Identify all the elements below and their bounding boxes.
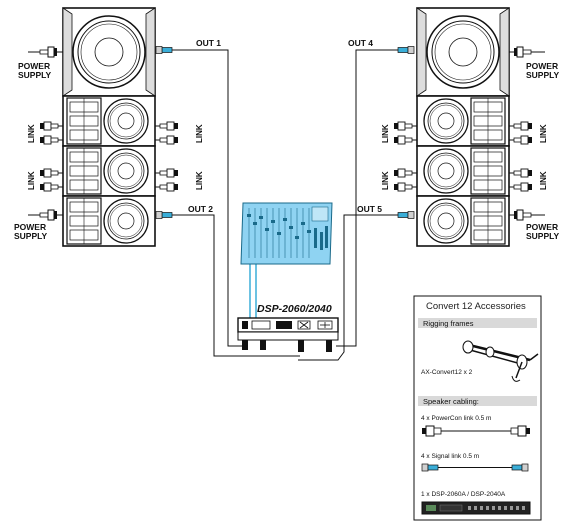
left-link-connector-2	[39, 168, 63, 192]
left-link-label-1: LINK	[27, 124, 36, 143]
right-array-cab-3	[416, 195, 510, 247]
left-link-connector-1	[39, 121, 63, 145]
cable-out2	[155, 211, 300, 357]
left-array-cab-2	[62, 145, 156, 197]
left-inner-link-1	[155, 121, 179, 145]
right-power-connector-bottom	[509, 209, 545, 221]
powercon-item: 4 x PowerCon link 0.5 m	[421, 415, 491, 422]
left-power-label-bottom-2: SUPPLY	[14, 231, 48, 241]
right-subwoofer	[416, 7, 510, 97]
rigging-item: AX-Convert12 x 2	[421, 369, 473, 376]
right-link-label-2: LINK	[539, 171, 548, 190]
left-subwoofer	[62, 7, 156, 97]
right-power-label-bottom-1: POWER	[526, 222, 558, 232]
dsp-processor	[237, 317, 339, 352]
left-power-label-top-1: POWER	[18, 61, 50, 71]
cabling-header: Speaker cabling:	[423, 397, 479, 406]
rigging-header: Rigging frames	[423, 319, 474, 328]
cable-out5	[298, 211, 415, 361]
right-power-label-top-1: POWER	[526, 61, 558, 71]
right-power-connector-top	[509, 46, 545, 58]
right-power-label-top-2: SUPPLY	[526, 70, 560, 80]
dsp-model-label: DSP-2060/2040	[257, 303, 332, 315]
powercon-cable-icon	[422, 425, 530, 437]
left-array-cab-3	[62, 195, 156, 247]
right-link-connector-2	[509, 168, 533, 192]
right-inner-link-label-1: LINK	[381, 124, 390, 143]
accessories-title: Convert 12 Accessories	[426, 301, 526, 312]
rigging-frame-icon	[462, 340, 539, 382]
right-power-label-bottom-2: SUPPLY	[526, 231, 560, 241]
cable-out4	[336, 46, 415, 347]
right-link-connector-1	[509, 121, 533, 145]
signal-cable-icon	[421, 463, 529, 472]
right-speaker-stack	[416, 7, 510, 247]
accessories-panel: Convert 12 Accessories Rigging frames AX…	[413, 295, 542, 521]
out2-label: OUT 2	[188, 204, 213, 214]
dsp-item: 1 x DSP-2060A / DSP-2040A	[421, 491, 506, 498]
left-inner-link-2	[155, 168, 179, 192]
left-power-label-bottom-1: POWER	[14, 222, 46, 232]
cable-out1	[155, 46, 242, 347]
left-link-label-2: LINK	[27, 171, 36, 190]
left-inner-link-label-1: LINK	[195, 124, 204, 143]
dsp-unit-icon	[421, 501, 531, 515]
right-inner-link-label-2: LINK	[381, 171, 390, 190]
right-array-cab-2	[416, 145, 510, 197]
left-power-label-top-2: SUPPLY	[18, 70, 52, 80]
left-inner-link-label-2: LINK	[195, 171, 204, 190]
out1-label: OUT 1	[196, 38, 221, 48]
out5-label: OUT 5	[357, 204, 382, 214]
left-speaker-stack	[62, 7, 156, 247]
right-inner-link-2	[393, 168, 417, 192]
right-link-label-1: LINK	[539, 124, 548, 143]
left-power-connector-top	[28, 46, 63, 58]
mixer-dsp-cables	[249, 262, 257, 318]
left-power-connector-bottom	[28, 209, 63, 221]
mixing-console	[240, 202, 333, 265]
right-array-cab-1	[416, 95, 510, 147]
right-inner-link-1	[393, 121, 417, 145]
out4-label: OUT 4	[348, 38, 373, 48]
signal-item: 4 x Signal link 0.5 m	[421, 453, 479, 460]
left-array-cab-1	[62, 95, 156, 147]
